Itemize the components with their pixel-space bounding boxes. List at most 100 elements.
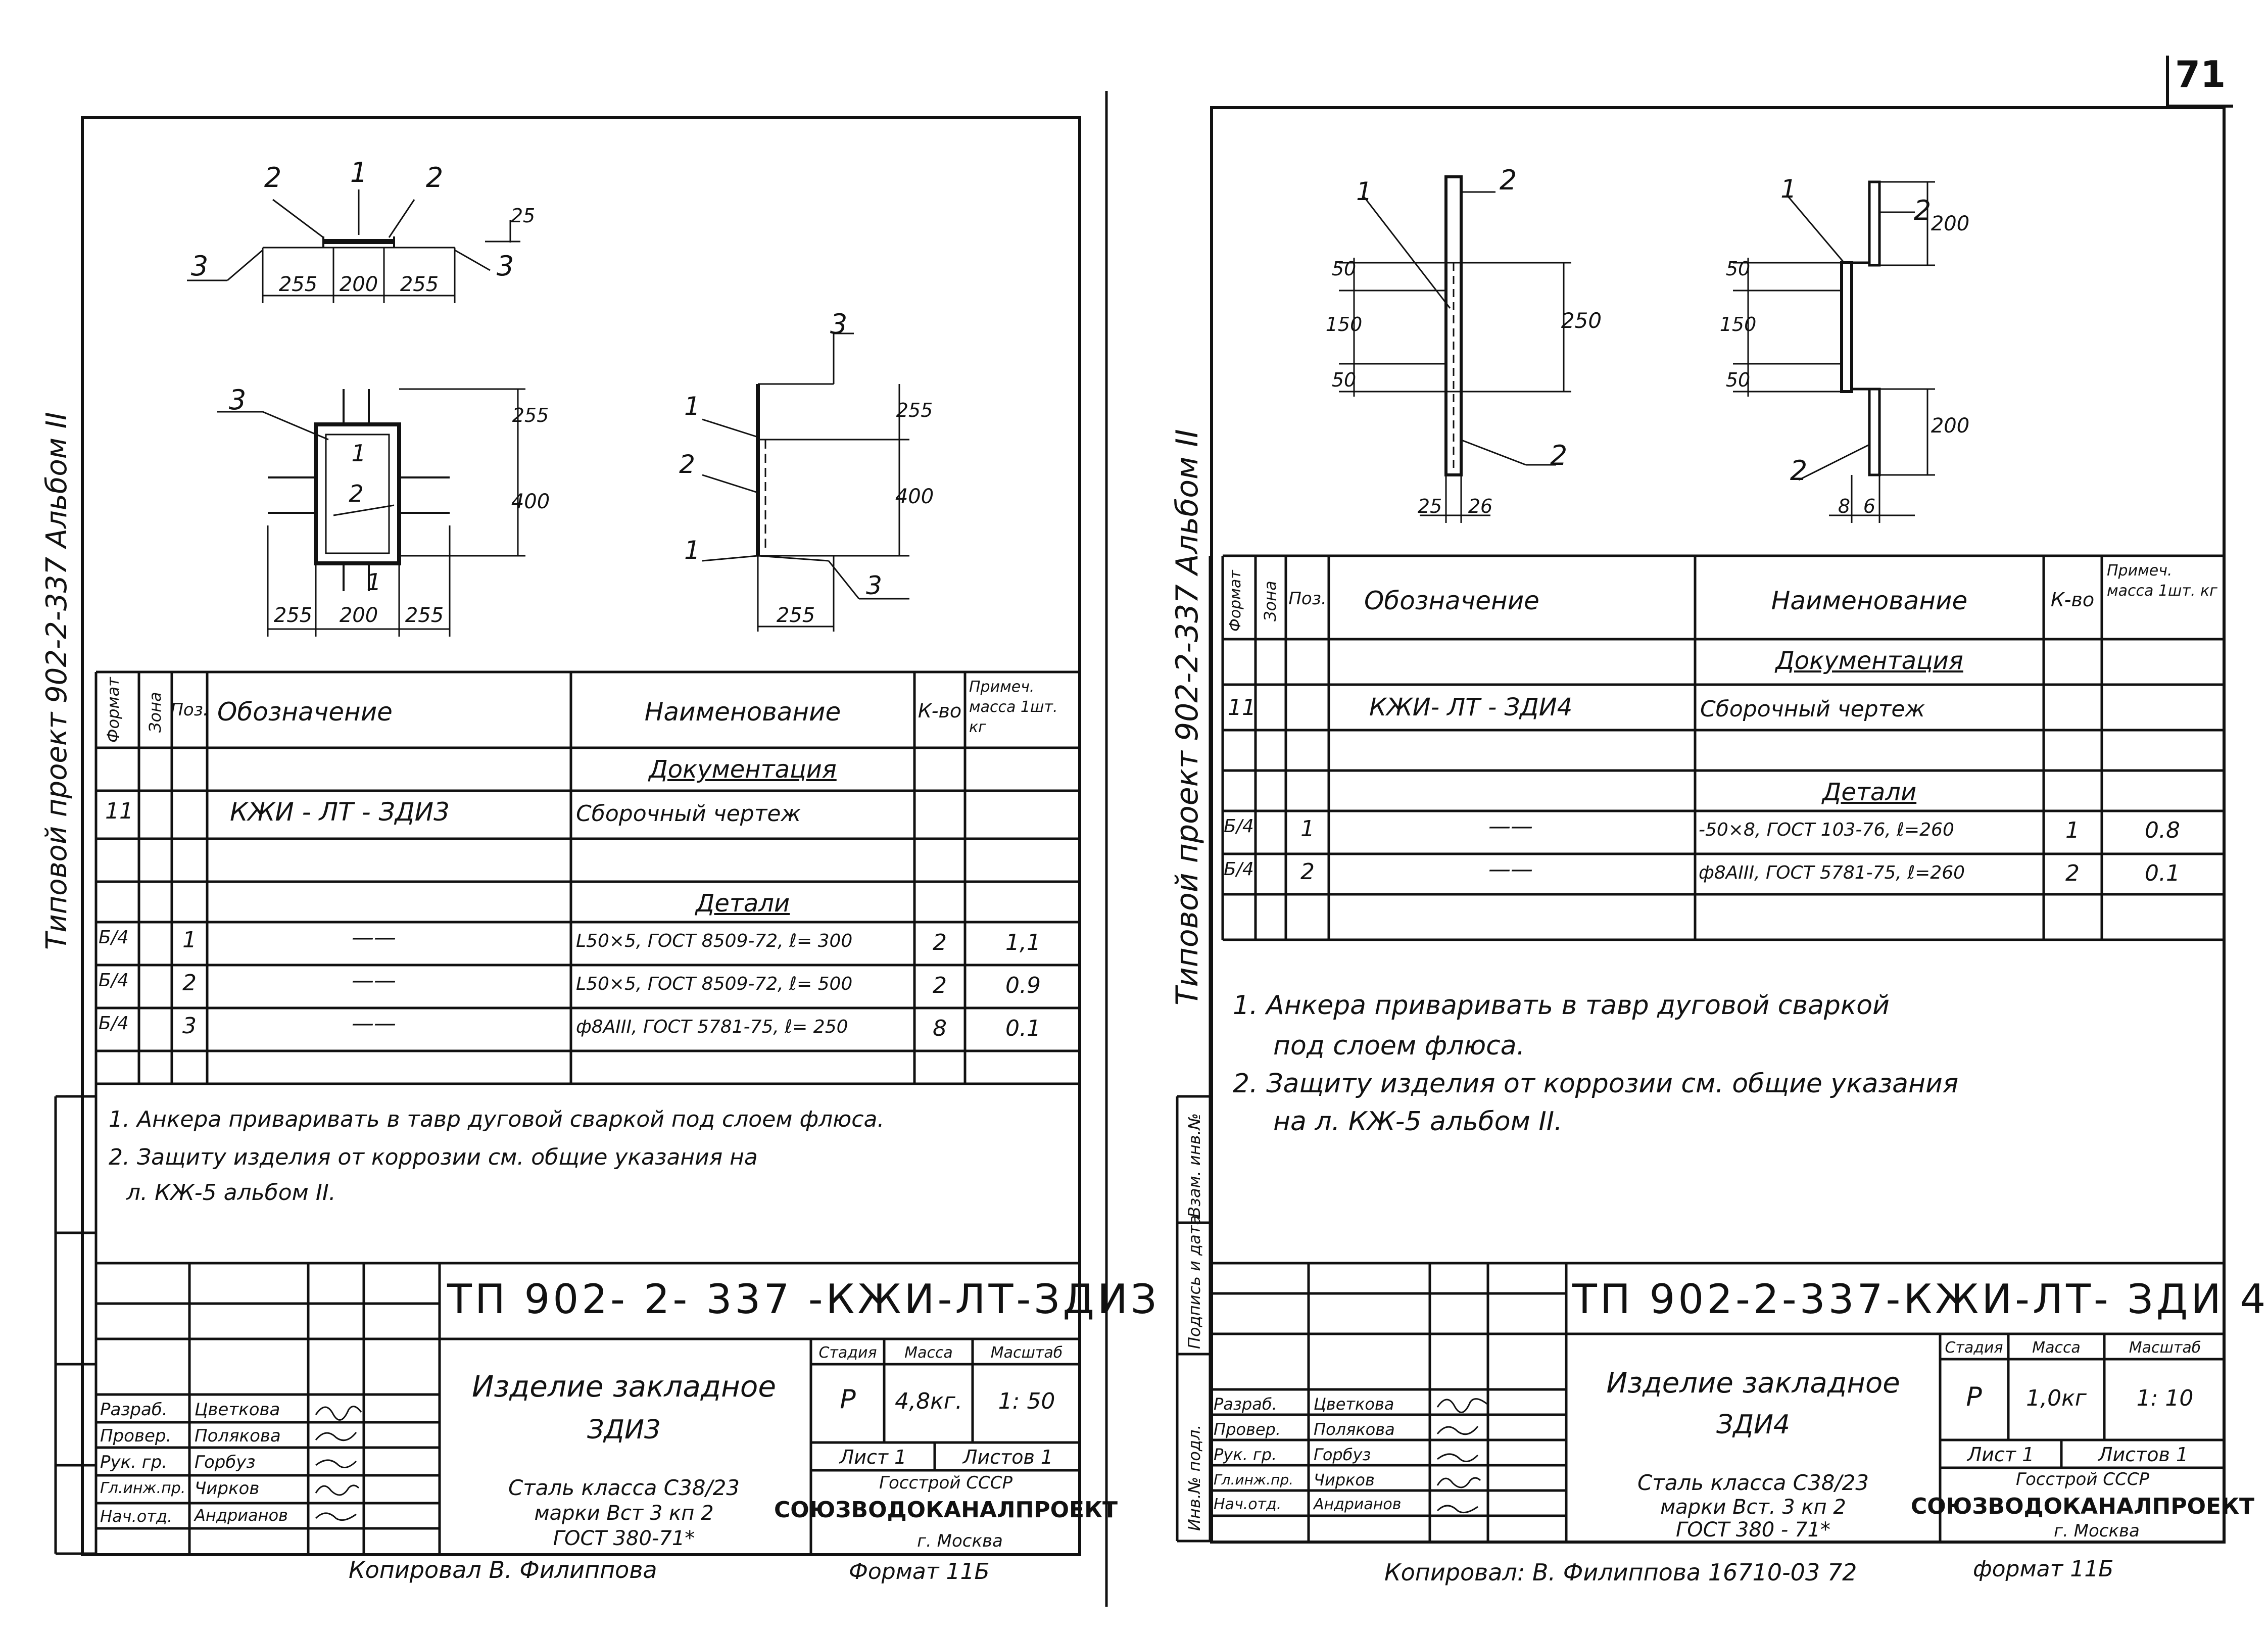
- dimension: 200: [1931, 414, 1970, 438]
- left-drawing-top: [187, 189, 520, 303]
- header-name: Наименование: [1771, 586, 1968, 615]
- dimension: 50: [1331, 258, 1357, 280]
- stamp-material: ГОСТ 380 - 71*: [1676, 1518, 1830, 1542]
- stamp-role: Провер.: [100, 1426, 172, 1446]
- header-pos: Поз.: [1288, 589, 1327, 609]
- note-line: под слоем флюса.: [1273, 1031, 1525, 1061]
- stamp-material: Сталь класса С38/23: [508, 1475, 740, 1500]
- row-note: 0.9: [1005, 973, 1041, 998]
- row-qty: 2: [2065, 860, 2080, 886]
- header-note: Примеч. масса 1шт. кг: [2107, 562, 2217, 600]
- callout: 1: [350, 157, 368, 188]
- dimension: 250: [1561, 308, 1602, 333]
- stamp-scale: 1: 10: [2136, 1385, 2194, 1411]
- stamp-sheet: Лист 1: [1967, 1444, 2035, 1466]
- note-line: 2. Защиту изделия от коррозии см. общие …: [109, 1144, 758, 1170]
- section-parts: Детали: [695, 889, 790, 918]
- row-qty: 2: [933, 930, 947, 955]
- left-drawing-plan: [217, 388, 525, 637]
- section-parts: Детали: [1822, 778, 1917, 806]
- stamp-sheets: Листов 1: [962, 1446, 1053, 1468]
- stamp-stage: Р: [840, 1384, 856, 1415]
- callout: 1: [684, 392, 700, 421]
- stamp-role: Провер.: [1214, 1420, 1281, 1439]
- note-line: 1. Анкера приваривать в тавр дуговой сва…: [1233, 990, 1890, 1021]
- row-designation: КЖИ- ЛТ - ЗДИ4: [1369, 693, 1573, 722]
- row-name: ф8АIII, ГОСТ 5781-75, ℓ=260: [1699, 862, 1965, 883]
- row-format: Б/4: [1224, 816, 1254, 837]
- row-name: L50×5, ГОСТ 8509-72, ℓ= 500: [576, 974, 853, 994]
- row-note: 1,1: [1005, 930, 1041, 955]
- callout: 3: [190, 250, 209, 282]
- dimension: 400: [511, 490, 550, 513]
- sheet-format: формат 11Б: [1973, 1556, 2114, 1582]
- stamp-person: Андрианов: [1314, 1496, 1402, 1513]
- header-qty: К-во: [2050, 589, 2095, 611]
- callout: 3: [830, 308, 848, 340]
- row-designation: ——: [352, 1011, 396, 1036]
- dimension: 255: [896, 399, 933, 421]
- stamp-role: Гл.инж.пр.: [1214, 1471, 1294, 1488]
- dimension: 50: [1331, 369, 1357, 391]
- header-qty: К-во: [918, 700, 962, 722]
- stamp-stage-header: Стадия: [818, 1344, 877, 1362]
- row-pos: 3: [182, 1013, 197, 1039]
- stamp-material: марки Вст 3 кп 2: [534, 1502, 714, 1525]
- stamp-person: Полякова: [195, 1426, 281, 1446]
- stamp-scale-header: Масштаб: [990, 1344, 1063, 1362]
- header-note: Примеч. масса 1шт. кг: [969, 678, 1058, 736]
- row-pos: 2: [1300, 859, 1315, 885]
- stamp-person: Горбуз: [195, 1452, 256, 1472]
- header-pos: Поз.: [170, 700, 209, 720]
- dimension: 255: [273, 604, 313, 627]
- callout: 2: [349, 480, 364, 507]
- callout: 1: [351, 440, 366, 467]
- dimension: 200: [1931, 212, 1970, 235]
- stamp-sheet: Лист 1: [839, 1446, 907, 1468]
- row-designation: КЖИ - ЛТ - ЗДИ3: [230, 797, 450, 827]
- copied-by: Копировал: В. Филиппова 16710-03 72: [1384, 1559, 1857, 1586]
- row-qty: 2: [933, 973, 947, 998]
- stamp-person: Цветкова: [1314, 1394, 1394, 1414]
- row-format: Б/4: [1224, 859, 1254, 880]
- callout: 2: [1790, 455, 1808, 487]
- dimension: 6: [1863, 495, 1876, 517]
- row-name: L50×5, ГОСТ 8509-72, ℓ= 300: [576, 931, 853, 951]
- dimension: 50: [1725, 369, 1751, 391]
- stamp-stage: Р: [1966, 1382, 1982, 1412]
- dimension: 255: [405, 604, 444, 627]
- stamp-role: Нач.отд.: [100, 1507, 173, 1526]
- header-name: Наименование: [644, 697, 841, 727]
- row-name: ф8АIII, ГОСТ 5781-75, ℓ= 250: [576, 1017, 848, 1037]
- callout: 2: [425, 162, 444, 194]
- row-name: Сборочный чертеж: [576, 801, 801, 827]
- row-designation: ——: [1488, 856, 1533, 882]
- stamp-material: Сталь класса С38/23: [1637, 1470, 1869, 1495]
- row-format: 11: [105, 798, 133, 824]
- stamp-org: г. Москва: [2054, 1521, 2140, 1541]
- note-line: 2. Защиту изделия от коррозии см. общие …: [1233, 1069, 1959, 1099]
- stamp-title: Изделие закладное: [1606, 1367, 1900, 1400]
- row-format: 11: [1228, 695, 1256, 720]
- dimension: 50: [1725, 258, 1751, 280]
- stamp-stage-header: Стадия: [1945, 1339, 2003, 1357]
- note-line: 1. Анкера приваривать в тавр дуговой сва…: [109, 1107, 885, 1132]
- stamp-role: Нач.отд.: [1214, 1496, 1282, 1513]
- callout: 2: [264, 162, 282, 194]
- dimension: 26: [1468, 495, 1493, 517]
- row-pos: 1: [1300, 816, 1315, 842]
- stamp-title: ЗДИ4: [1716, 1410, 1790, 1440]
- row-note: 0.1: [2145, 860, 2180, 886]
- stamp-role: Разраб.: [100, 1400, 168, 1420]
- row-note: 0.1: [1005, 1016, 1041, 1041]
- sheet-format: Формат 11Б: [849, 1559, 990, 1584]
- dimension: 255: [400, 273, 439, 296]
- stamp-person: Чирков: [1314, 1470, 1375, 1489]
- stamp-person: Чирков: [195, 1478, 260, 1499]
- note-line: на л. КЖ-5 альбом II.: [1273, 1107, 1563, 1137]
- right-drawing-b: [1733, 180, 1935, 523]
- copied-by: Копировал В. Филиппова: [349, 1556, 657, 1583]
- stamp-person: Полякова: [1314, 1420, 1395, 1439]
